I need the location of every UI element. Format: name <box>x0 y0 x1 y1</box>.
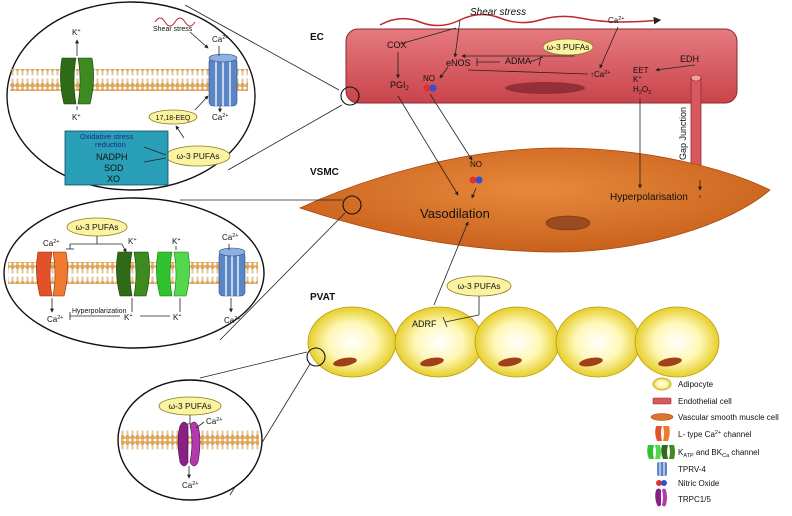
trpv4-channel-ec <box>208 53 238 107</box>
pvat-region-label: PVAT <box>310 292 335 303</box>
legend-k-channel-swatch <box>647 445 675 459</box>
svg-text:ω-3 PUFAs: ω-3 PUFAs <box>546 42 589 52</box>
ca-bottom-vsmc-label: Ca2+ <box>47 315 64 324</box>
legend-trpc-swatch <box>655 488 667 507</box>
svg-text:XO: XO <box>107 174 120 184</box>
vsmc-region-label: VSMC <box>310 167 339 178</box>
eet-label: EET <box>633 66 649 75</box>
k-plus-bottom-label: K+ <box>72 113 81 122</box>
edh-label: EDH <box>680 54 699 64</box>
hyperpolarization-small-label: Hyperpolarization <box>72 308 127 315</box>
oxidative-stress-box: Oxidative stress reduction NADPH SOD XO <box>64 130 169 186</box>
legend-endothelial-label: Endothelial cell <box>678 397 732 406</box>
gap-junction-label: Gap Junction <box>678 107 688 160</box>
pufa-bubble-vsmc-circle: ω-3 PUFAs <box>66 217 128 237</box>
vascular-smooth-muscle-cell <box>298 147 771 253</box>
adipocyte-5 <box>634 306 720 378</box>
ca-top-label: Ca2+ <box>608 16 625 25</box>
nitric-oxide-ec-icon <box>423 84 437 92</box>
magnifier-pvat: ω-3 PUFAs Ca2+ Ca2+ <box>117 379 263 501</box>
k-channel-ec <box>60 57 94 105</box>
legend-vsmc-swatch <box>650 413 674 421</box>
bk-ca-channel <box>156 251 190 297</box>
pufa-bubble-ec-circle: ω-3 PUFAs <box>165 145 231 167</box>
svg-text:SOD: SOD <box>104 163 124 173</box>
h2o2-label: H2O2 <box>633 85 651 96</box>
ca-bottom-vsmc-trpv-label: Ca2+ <box>224 316 241 325</box>
legend-vsmc-label: Vascular smooth muscle cell <box>678 413 779 422</box>
legend-trpv4-swatch <box>657 462 667 476</box>
ca-top-vsmc-trpv-label: Ca2+ <box>222 233 239 242</box>
pgi2-label: PGI2 <box>390 80 410 92</box>
ca-top-pvat-label: Ca2+ <box>206 417 223 426</box>
no-vsmc-label: NO <box>470 160 482 169</box>
l-type-ca-channel <box>36 251 68 297</box>
trpv4-channel-vsmc <box>218 247 246 297</box>
nitric-oxide-vsmc-icon <box>469 176 483 184</box>
adipocyte-1 <box>307 306 397 378</box>
magnifier-vsmc: ω-3 PUFAs Ca2+ Ca2+ K+ K+ <box>3 197 265 349</box>
legend-endothelial-swatch <box>652 397 672 405</box>
svg-text:Oxidative stress: Oxidative stress <box>80 132 134 141</box>
pufa-bubble-ec: ω-3 PUFAs <box>542 38 594 56</box>
no-ec-label: NO <box>423 74 435 83</box>
svg-text:NADPH: NADPH <box>96 152 128 162</box>
ca-top-vsmc-label: Ca2+ <box>43 239 60 248</box>
k-plus-top-vsmc-2: K+ <box>172 237 181 246</box>
adipocyte-2 <box>394 306 484 378</box>
ca-bottom-pvat-label: Ca2+ <box>182 481 199 490</box>
adipocyte-row <box>307 306 720 378</box>
vsmc-pathway-arrows <box>397 93 702 306</box>
shear-stress-small-label: Shear stress <box>153 26 193 33</box>
svg-text:reduction: reduction <box>95 140 126 149</box>
k-plus-bottom-vsmc-2: K+ <box>173 313 182 322</box>
trpc-channel <box>177 421 201 467</box>
adma-label: ADMA <box>505 56 531 66</box>
legend-trpv4-label: TPRV-4 <box>678 465 706 474</box>
svg-text:ω-3 PUFAs: ω-3 PUFAs <box>168 401 211 411</box>
ec-region-label: EC <box>310 32 324 43</box>
svg-text:ω-3 PUFAs: ω-3 PUFAs <box>176 151 219 161</box>
ca-top-ec-circle-label: Ca2+ <box>212 35 229 44</box>
ca-increase-label: ↑Ca2+ <box>590 70 611 79</box>
ec-pathway-arrows <box>396 19 696 79</box>
legend-adipocyte-swatch <box>652 377 672 391</box>
k-plus-bottom-vsmc-1: K+ <box>124 313 133 322</box>
svg-text:ω-3 PUFAs: ω-3 PUFAs <box>75 222 118 232</box>
eeq-bubble: 17,18-EEQ <box>148 109 198 125</box>
adrf-label: ADRF <box>412 319 437 329</box>
legend: Adipocyte Endothelial cell Vascular smoo… <box>647 377 779 507</box>
pufa-bubble-pvat-circle: ω-3 PUFAs <box>158 396 222 416</box>
shear-stress-small-wave <box>154 17 196 27</box>
enos-label: eNOS <box>446 58 471 68</box>
hyperpolarisation-label: Hyperpolarisation <box>610 192 688 203</box>
pufa-bubble-pvat: ω-3 PUFAs <box>442 275 512 328</box>
k-atp-channel <box>116 251 150 297</box>
magnifier-connectors <box>180 4 362 496</box>
vasodilation-label: Vasodilation <box>420 206 490 221</box>
shear-stress-label: Shear stress <box>470 7 526 18</box>
shear-stress-wave <box>379 13 662 27</box>
k-plus-ec-label: K+ <box>633 75 642 84</box>
legend-nitric-oxide-swatch <box>656 480 667 486</box>
adipocyte-4 <box>555 306 641 378</box>
legend-trpc-label: TRPC1/5 <box>678 495 711 504</box>
svg-text:17,18-EEQ: 17,18-EEQ <box>156 115 191 122</box>
k-plus-top-vsmc-1: K+ <box>128 237 137 246</box>
legend-k-channel-label: KATP and BKCa channel <box>678 448 760 459</box>
legend-nitric-oxide-label: Nitric Oxide <box>678 479 720 488</box>
legend-adipocyte-label: Adipocyte <box>678 380 714 389</box>
legend-l-type-label: L- type Ca2+ channel <box>678 430 752 439</box>
adipocyte-3 <box>474 306 560 378</box>
ca-bottom-ec-circle-label: Ca2+ <box>212 113 229 122</box>
endothelial-cell <box>345 28 738 104</box>
cox-label: COX <box>387 40 407 50</box>
k-plus-top-label: K+ <box>72 28 81 37</box>
svg-text:ω-3 PUFAs: ω-3 PUFAs <box>457 281 500 291</box>
legend-l-type-swatch <box>655 426 670 441</box>
magnifier-ec: K+ K+ Ca2+ Ca2+ Shear stress 17,18-EEQ <box>6 1 256 191</box>
